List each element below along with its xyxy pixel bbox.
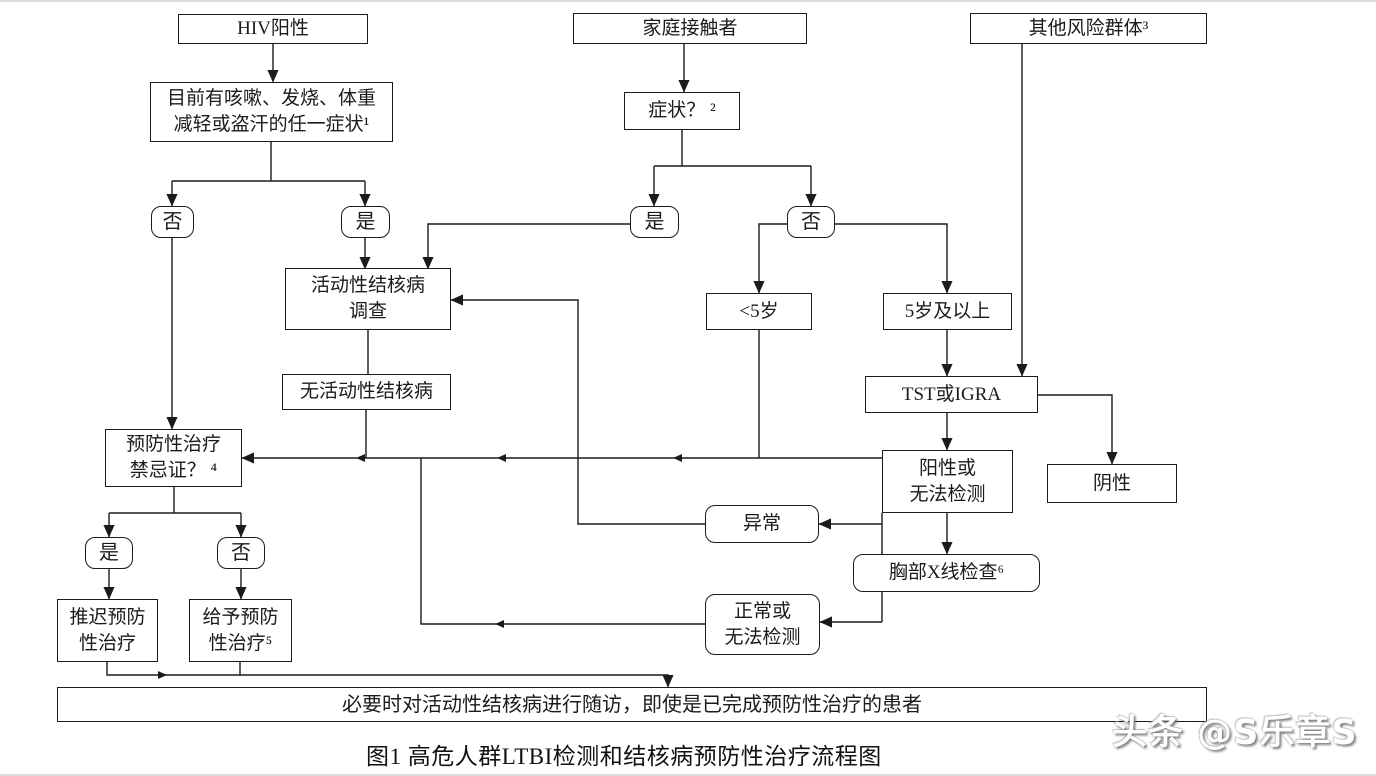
node-chest-xray: 胸部X线检查⁶: [853, 554, 1040, 592]
node-normal-or-untestable: 正常或 无法检测: [705, 594, 820, 655]
node-no-mid: 否: [787, 206, 835, 238]
node-negative: 阴性: [1047, 464, 1177, 503]
watermark: 头条 @S乐章S: [1112, 713, 1358, 753]
node-other-risk-groups: 其他风险群体³: [970, 13, 1207, 44]
node-postpone-treatment: 推迟预防 性治疗: [57, 599, 158, 662]
node-no-active-tb: 无活动性结核病: [282, 374, 451, 410]
node-no-left: 否: [151, 206, 194, 238]
node-yes-mid: 是: [630, 206, 679, 238]
node-household-contacts: 家庭接触者: [573, 13, 807, 44]
node-no-bottom: 否: [217, 537, 265, 569]
node-yes-bottom: 是: [85, 537, 133, 569]
page-edge-bottom: [0, 774, 1376, 776]
node-symptom-screen: 目前有咳嗽、发烧、体重 减轻或盗汗的任一症状¹: [150, 82, 393, 142]
page-edge-top: [0, 0, 1376, 2]
node-abnormal: 异常: [705, 505, 819, 543]
node-contraindication-question: 预防性治疗 禁忌证？ ⁴: [105, 429, 242, 487]
node-symptoms-question: 症状？ ²: [624, 92, 740, 130]
node-active-tb-investigation: 活动性结核病 调查: [285, 268, 451, 330]
node-hiv-positive: HIV阳性: [178, 14, 368, 44]
node-followup-bar: 必要时对活动性结核病进行随访，即使是已完成预防性治疗的患者: [57, 687, 1207, 722]
node-positive-or-untestable: 阳性或 无法检测: [882, 450, 1013, 513]
figure-caption: 图1 高危人群LTBI检测和结核病预防性治疗流程图: [366, 744, 882, 769]
node-5-and-over: 5岁及以上: [883, 293, 1012, 330]
node-under-5: <5岁: [706, 293, 812, 330]
node-give-treatment: 给予预防 性治疗⁵: [189, 599, 292, 662]
node-yes-left: 是: [341, 206, 390, 238]
node-tst-igra: TST或IGRA: [865, 376, 1038, 413]
